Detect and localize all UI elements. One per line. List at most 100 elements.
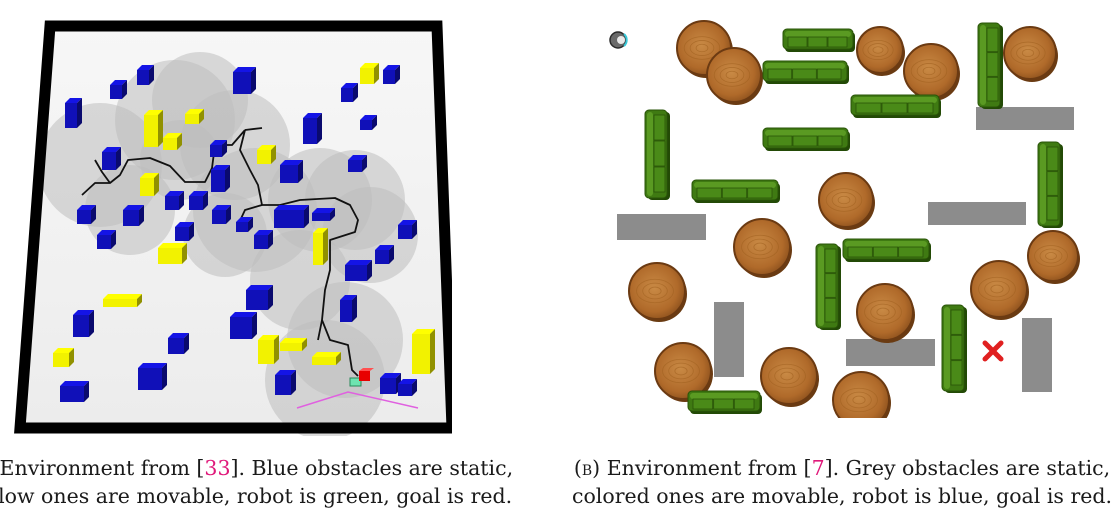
furniture-layer <box>617 20 1080 418</box>
robot-view-cone <box>296 391 419 409</box>
static-obstacle-a <box>165 191 184 210</box>
movable-obstacle-a <box>103 294 142 307</box>
sofa <box>782 28 855 52</box>
static-obstacle-b <box>976 107 1074 130</box>
sofa <box>842 238 931 262</box>
movable-obstacle-a <box>280 338 307 351</box>
static-obstacle-a <box>210 140 227 157</box>
sofa <box>1037 141 1063 228</box>
panel-b-environment <box>600 18 1090 418</box>
caption-b-label-close: ) <box>592 456 601 480</box>
static-obstacle-a <box>345 260 372 281</box>
round-table <box>818 172 875 230</box>
movable-obstacle-a <box>53 348 74 367</box>
path-segment <box>94 159 111 184</box>
static-obstacle-a <box>303 113 322 144</box>
movable-obstacle-a <box>412 329 435 374</box>
round-table <box>733 218 792 278</box>
static-obstacle-b <box>617 214 706 240</box>
movable-obstacle-a <box>258 335 279 364</box>
round-table <box>903 43 960 101</box>
movable-obstacle-a <box>163 133 182 150</box>
caption-a-line1: (a) Environment from [33]. Blue obstacle… <box>0 454 520 482</box>
static-obstacle-a <box>189 191 208 210</box>
round-table <box>628 262 687 322</box>
caption-b-label: b <box>581 456 593 480</box>
sofa <box>691 179 780 203</box>
sofa <box>815 243 841 330</box>
static-obstacle-a <box>138 363 167 390</box>
goal-a <box>359 368 374 381</box>
static-obstacle-a <box>398 220 417 239</box>
caption-a-line2: yellow ones are movable, robot is green,… <box>0 484 513 508</box>
static-obstacle-a <box>211 165 230 192</box>
static-obstacle-a <box>212 205 231 224</box>
caption-a-citation-link[interactable]: 33 <box>204 456 231 480</box>
static-obstacle-a <box>312 208 335 221</box>
round-table <box>1027 230 1080 284</box>
static-obstacle-a <box>246 285 273 310</box>
round-table <box>706 47 763 105</box>
movable-obstacle-a <box>158 243 187 264</box>
movable-obstacle-a <box>312 352 341 365</box>
obstacles-layer <box>53 63 435 402</box>
static-obstacle-a <box>340 295 357 322</box>
static-obstacle-a <box>230 312 257 339</box>
caption-b-label-open: ( <box>573 456 582 480</box>
movable-obstacle-a <box>185 109 204 124</box>
robot-a <box>349 377 362 387</box>
static-obstacle-a <box>341 83 358 102</box>
static-obstacle-a <box>236 217 253 232</box>
round-table <box>654 342 713 402</box>
path-segment <box>317 319 323 341</box>
sofa <box>941 304 967 393</box>
static-obstacle-a <box>280 160 303 183</box>
static-obstacle-b <box>928 202 1026 225</box>
static-obstacle-a <box>102 147 121 170</box>
caption-a: (a) Environment from [33]. Blue obstacle… <box>0 454 520 510</box>
static-obstacle-a <box>73 310 94 337</box>
caption-b-line1: (b) Environment from [7]. Grey obstacles… <box>557 454 1118 482</box>
sofa <box>762 60 849 84</box>
sensor-coverage-disc <box>183 193 267 277</box>
static-obstacle-a <box>254 230 273 249</box>
static-obstacle-a <box>65 98 82 128</box>
sofa <box>850 94 941 118</box>
caption-a-prefix: Environment from [ <box>0 456 205 480</box>
static-obstacle-a <box>383 65 400 84</box>
caption-b-citation-link[interactable]: 7 <box>811 456 825 480</box>
static-obstacle-a <box>97 230 116 249</box>
static-obstacle-a <box>274 205 309 228</box>
movable-obstacle-a <box>360 63 379 84</box>
static-obstacle-a <box>60 381 89 402</box>
static-obstacle-a <box>380 373 401 394</box>
static-obstacle-a <box>123 205 144 226</box>
static-obstacle-a <box>275 370 296 395</box>
caption-b: (b) Environment from [7]. Grey obstacles… <box>557 454 1118 510</box>
arena-wall <box>14 20 452 434</box>
path-segment <box>244 127 263 131</box>
path-segment <box>239 129 359 377</box>
movable-obstacle-a <box>144 110 163 147</box>
static-obstacle-b <box>1022 318 1052 392</box>
sofa <box>644 109 670 200</box>
caption-b-line2: colored ones are movable, robot is blue,… <box>571 484 1113 508</box>
caption-b-prefix: Environment from [ <box>606 456 812 480</box>
robot-b <box>609 31 628 49</box>
static-obstacle-a <box>360 115 377 130</box>
round-table <box>856 283 915 343</box>
static-obstacle-a <box>375 245 394 264</box>
panel-b-canvas <box>609 20 1080 418</box>
static-obstacle-a <box>77 205 96 224</box>
static-obstacle-a <box>233 67 256 94</box>
round-table <box>1003 26 1058 82</box>
round-table <box>832 371 891 418</box>
movable-obstacle-a <box>313 228 328 265</box>
static-obstacle-a <box>175 222 194 241</box>
sofa <box>687 390 762 414</box>
sofa <box>762 127 850 151</box>
round-table <box>856 26 905 76</box>
static-obstacle-a <box>137 65 154 85</box>
caption-b-suffix: ]. Grey obstacles are static, <box>824 456 1111 480</box>
round-table <box>970 260 1029 320</box>
